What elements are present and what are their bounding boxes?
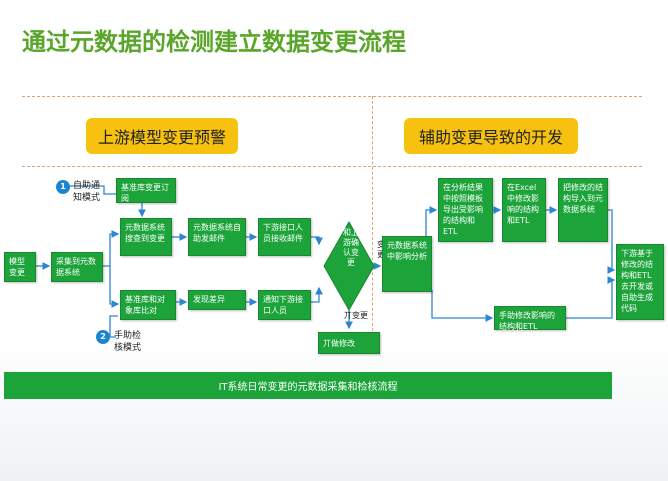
box-export-result: 在分析结果中按照模板导出受影响的结构和ETL xyxy=(438,178,493,242)
box-notify-downstream: 通知下游接口人员 xyxy=(258,290,311,320)
box-excel-modify: 在Excel中修改影响的结构和ETL xyxy=(502,178,546,242)
page-title: 通过元数据的检测建立数据变更流程 xyxy=(22,28,406,56)
edge-label-change: 变更 xyxy=(377,240,385,259)
box-meta-system-auto-mail: 元数据系统自助发邮件 xyxy=(188,218,246,256)
bottom-banner: IT系统日常变更的元数据采集和检核流程 xyxy=(4,372,612,399)
box-collect: 采集到元数据系统 xyxy=(51,252,103,282)
line-manual-mode xyxy=(109,315,118,338)
section-upstream-warning: 上游模型变更预警 xyxy=(86,118,238,154)
box-downstream-dev: 下游基于修改的结构和ETL去开发或自助生成代码 xyxy=(616,244,664,320)
manual-mode-badge: 2 xyxy=(96,330,110,344)
edge-label-no-change: 丌变更 xyxy=(344,311,368,320)
box-meta-impact: 元数据系统中影响分析 xyxy=(382,236,432,292)
line-auto-mode xyxy=(69,185,116,195)
section-change-development: 辅助变更导致的开发 xyxy=(404,118,578,154)
arrow-impact-to-manual xyxy=(431,290,494,322)
box-find-diff: 发现差异 xyxy=(188,290,246,310)
arrow-impact-to-export xyxy=(425,206,438,246)
manual-mode-label-2: 核模式 xyxy=(114,343,142,353)
box-manual-modify: 手助修改影响的结构和ETL xyxy=(494,306,566,331)
box-base-change-subscribe: 基准库变更订阅 xyxy=(116,178,176,203)
auto-mode-badge: 1 xyxy=(56,180,70,194)
arrow-collect-to-find xyxy=(103,230,120,267)
decision-diamond: 和上游确认变更 xyxy=(343,228,359,267)
arrow-receive-to-diamond xyxy=(311,236,323,246)
manual-mode-label-1: 手助检 xyxy=(114,331,142,341)
box-meta-system-find: 元数据系统搜查到变更 xyxy=(120,218,172,256)
arrow-import-to-dev xyxy=(607,209,616,274)
top-divider xyxy=(22,96,642,97)
auto-mode-label-1: 自助通 xyxy=(73,181,101,191)
arrow-collect-to-compare xyxy=(109,266,120,308)
section-divider xyxy=(22,166,642,167)
box-downstream-receive-mail: 下游接口人员接收邮件 xyxy=(258,218,311,256)
box-compare: 基准库和对象库比对 xyxy=(120,290,176,320)
box-import-meta: 把修改的结构导入到元数据系统 xyxy=(558,178,608,242)
arrow-manual-to-dev xyxy=(566,276,616,319)
arrow-notify-to-diamond xyxy=(311,286,323,303)
box-no-modify: 丌做修改 xyxy=(318,332,380,354)
auto-mode-label-2: 知模式 xyxy=(73,193,101,203)
box-model-change: 模型变更 xyxy=(4,252,36,282)
